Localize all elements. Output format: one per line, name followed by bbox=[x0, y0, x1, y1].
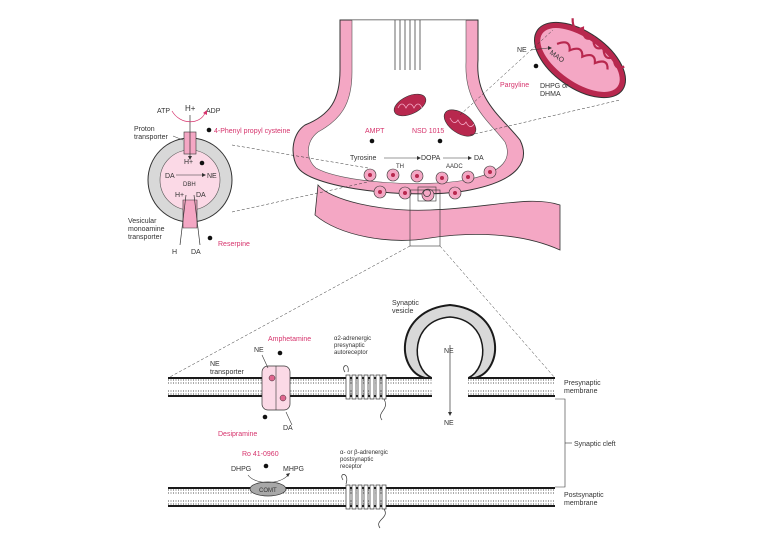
postsynaptic-receptor bbox=[341, 474, 387, 529]
amptm-label: AMPT bbox=[365, 128, 385, 135]
cleft-bracket bbox=[555, 398, 566, 488]
postsynaptic-label: Postsynaptic membrane bbox=[564, 492, 606, 507]
adp-label: ADP bbox=[206, 108, 221, 115]
da-synapse-label: DA bbox=[283, 425, 293, 432]
alpha2-autoreceptor bbox=[343, 365, 387, 421]
vesicle-inset bbox=[147, 115, 233, 246]
vmat-label: Vesicular monoamine transporter bbox=[128, 218, 167, 241]
h-bottom-label: H bbox=[172, 249, 177, 256]
vesicle-da-label: DA bbox=[165, 173, 175, 180]
ne-top-label: NE bbox=[254, 347, 264, 354]
atp-label: ATP bbox=[157, 108, 170, 115]
inhibitor-label: 4-Phenyl propyl cysteine bbox=[214, 128, 290, 135]
mito-ne-label: NE bbox=[517, 47, 527, 54]
desipramine-label: Desipramine bbox=[218, 431, 257, 438]
ro-label: Ro 41-0960 bbox=[242, 451, 279, 458]
proton-transporter-label: Proton transporter bbox=[134, 126, 169, 141]
h-plus-inner: H+ bbox=[184, 159, 193, 166]
vesicle-da-lower: DA bbox=[196, 192, 206, 199]
comt-label: COMT bbox=[259, 488, 277, 494]
ne-transporter-label: NE transporter bbox=[210, 361, 245, 376]
zoom-box-large bbox=[409, 189, 441, 247]
amphetamine-label: Amphetamine bbox=[268, 336, 311, 343]
h-plus-lower: H+ bbox=[175, 192, 184, 199]
released-ne: NE bbox=[444, 420, 454, 427]
nsd-label: NSD 1015 bbox=[412, 128, 444, 135]
tyrosine-label: Tyrosine bbox=[350, 155, 377, 162]
vesicle-ne-label: NE bbox=[207, 173, 217, 180]
dopeg-label: DHPG or DHMA bbox=[540, 83, 570, 98]
reserpine-label: Reserpine bbox=[218, 241, 250, 248]
presynaptic-label: Presynaptic membrane bbox=[564, 380, 603, 395]
aadc-label: AADC bbox=[446, 164, 463, 170]
pargyline-label: Pargyline bbox=[500, 82, 529, 89]
dhpg-label: DHPG bbox=[231, 466, 251, 473]
microtubules bbox=[394, 20, 421, 70]
h-plus-top: H+ bbox=[185, 104, 196, 113]
ne-transporter bbox=[261, 354, 293, 426]
mhpg-label: MHPG bbox=[283, 466, 304, 473]
th-label: TH bbox=[396, 164, 404, 170]
synaptic-vesicle-label: Synaptic vesicle bbox=[392, 300, 421, 315]
synaptic-vesicle-fusion bbox=[404, 303, 496, 416]
dopa-label: DOPA bbox=[421, 155, 441, 162]
postsynaptic-band bbox=[314, 183, 561, 251]
da-bottom-label: DA bbox=[191, 249, 201, 256]
dbh-label: DBH bbox=[183, 182, 196, 188]
vesicle-ne-bottom: NE bbox=[444, 348, 454, 355]
synaptic-cleft-label: Synaptic cleft bbox=[574, 441, 616, 448]
alpha2-label: α2-adrenergic presynaptic autoreceptor bbox=[334, 336, 373, 356]
alpha-beta-label: α- or β-adrenergic postsynaptic receptor bbox=[340, 450, 390, 470]
mitochondrion-left bbox=[393, 93, 427, 117]
da-terminal-label: DA bbox=[474, 155, 484, 162]
comt-enzyme bbox=[249, 481, 287, 497]
mitochondrion-inset: MAO bbox=[533, 18, 627, 99]
axon-terminal: AMPT NSD 1015 Tyrosine TH DOPA AADC DA bbox=[292, 19, 524, 202]
zoom-box-small bbox=[417, 186, 437, 202]
terminal-vesicles bbox=[363, 165, 497, 202]
